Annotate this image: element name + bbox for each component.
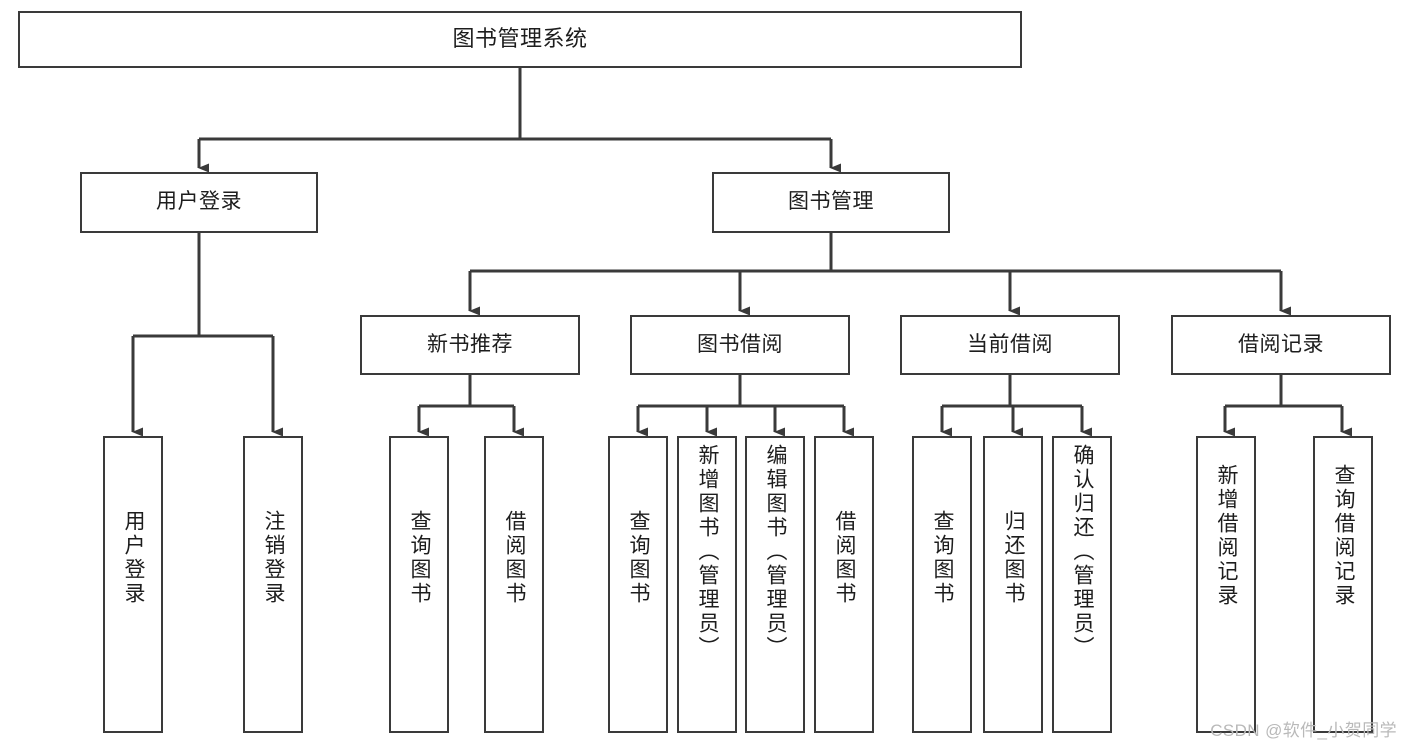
node-label: 查询图书 <box>408 510 432 606</box>
node-leaf-borrow-book[interactable]: 借阅图书 <box>814 436 874 733</box>
node-leaf-return-book[interactable]: 归还图书 <box>983 436 1043 733</box>
node-label: 新书推荐 <box>427 332 513 356</box>
node-leaf-logout[interactable]: 注销登录 <box>243 436 303 733</box>
node-label: 查询借阅记录 <box>1332 464 1356 608</box>
node-leaf-add-book[interactable]: 新增图书（管理员） <box>677 436 737 733</box>
node-label: 借阅图书 <box>503 510 527 606</box>
node-current-borrow[interactable]: 当前借阅 <box>900 315 1120 375</box>
node-leaf-query-book-cur[interactable]: 查询图书 <box>912 436 972 733</box>
node-label: 注销登录 <box>262 510 286 606</box>
node-label: 确认归还（管理员） <box>1071 444 1095 660</box>
node-leaf-add-record[interactable]: 新增借阅记录 <box>1196 436 1256 733</box>
node-label: 新增借阅记录 <box>1215 464 1239 608</box>
node-label: 查询图书 <box>627 510 651 606</box>
node-label: 新增图书（管理员） <box>696 444 720 660</box>
node-leaf-user-login[interactable]: 用户登录 <box>103 436 163 733</box>
node-label: 图书管理 <box>788 190 874 214</box>
node-book-manage[interactable]: 图书管理 <box>712 172 950 233</box>
node-root-system[interactable]: 图书管理系统 <box>18 11 1022 68</box>
node-book-borrow[interactable]: 图书借阅 <box>630 315 850 375</box>
node-label: 图书管理系统 <box>452 26 588 52</box>
node-leaf-query-book-rec[interactable]: 查询图书 <box>389 436 449 733</box>
node-borrow-record[interactable]: 借阅记录 <box>1171 315 1391 375</box>
watermark-text: CSDN @软件_小贺同学 <box>1210 721 1397 740</box>
node-new-book-rec[interactable]: 新书推荐 <box>360 315 580 375</box>
node-leaf-query-book-borrow[interactable]: 查询图书 <box>608 436 668 733</box>
node-leaf-confirm-return[interactable]: 确认归还（管理员） <box>1052 436 1112 733</box>
node-label: 查询图书 <box>931 510 955 606</box>
node-leaf-borrow-book-rec[interactable]: 借阅图书 <box>484 436 544 733</box>
node-leaf-edit-book[interactable]: 编辑图书（管理员） <box>745 436 805 733</box>
node-label: 用户登录 <box>156 190 242 214</box>
node-label: 借阅图书 <box>833 510 857 606</box>
node-label: 编辑图书（管理员） <box>764 444 788 660</box>
node-user-login[interactable]: 用户登录 <box>80 172 318 233</box>
node-label: 用户登录 <box>122 510 146 606</box>
node-label: 图书借阅 <box>697 332 783 356</box>
node-label: 归还图书 <box>1002 510 1026 606</box>
node-leaf-query-record[interactable]: 查询借阅记录 <box>1313 436 1373 733</box>
node-label: 借阅记录 <box>1238 332 1324 356</box>
node-label: 当前借阅 <box>967 332 1053 356</box>
